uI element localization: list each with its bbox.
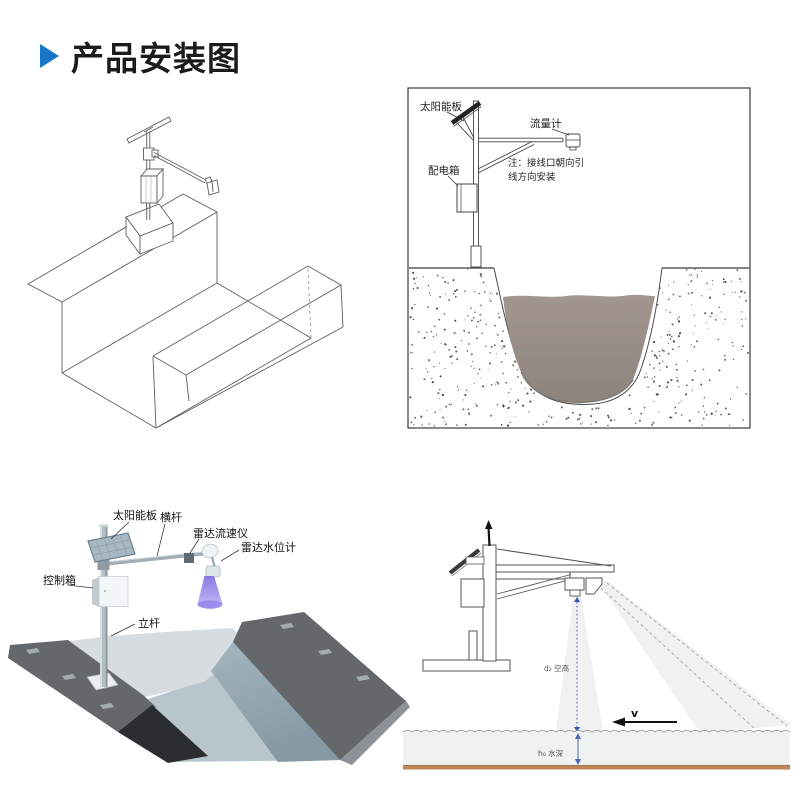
label-velocity-meter: 雷达流速仪 [193,526,248,540]
leader-lines [446,111,570,187]
pole-sleeve [470,245,482,268]
radar-level-gauge [205,565,221,578]
solar-panel [448,548,481,575]
water-body [403,730,790,766]
label-power-box: 配电箱 [428,164,460,177]
diagram-cross-section: 太阳能板 流量计 配电箱 注：接线口朝向引 线方向安装 [407,87,751,429]
solar-panel-grid [90,534,133,561]
arm [495,564,615,573]
panel-mount [465,556,485,565]
sensor-box-left [564,577,585,591]
label-air-height: d₂ 空高 [544,663,570,673]
label-velocity: v [631,707,639,720]
label-crossbar: 横杆 [160,510,182,524]
diagram-isometric-channel [27,116,344,429]
solar-panel-wire [126,116,172,144]
title-bullet-icon [40,44,59,68]
crossbar [102,550,215,566]
solar-panel [450,101,482,125]
right-bank-outer [340,701,410,765]
antenna [487,526,491,547]
lower-brace [496,574,575,600]
label-solar-panel: 太阳能板 [420,100,462,113]
pole [482,544,497,662]
radar-beam-cone [197,576,223,609]
ground-stipple [409,268,750,427]
beam-spot [197,600,223,609]
velocity-meter-clamp [184,553,194,563]
channel-wireframe [27,193,344,429]
channel-bed [403,765,790,770]
support-member [468,630,478,661]
arm-wire [153,152,207,184]
power-box [456,183,478,213]
base-plate [422,659,511,672]
slant-beam-lines [600,582,788,730]
slab-shadow [118,705,208,763]
far-bank [70,628,243,697]
solar-panel [87,532,136,563]
label-control-box: 控制箱 [43,573,76,587]
label-pole: 立杆 [138,616,160,630]
page-title: 产品安装图 [71,39,241,78]
panel-border [407,87,751,429]
water-surface [402,729,791,733]
diagram-measurement: d₂ 空高 h₀ 水深 v [402,520,792,770]
antenna-arrow [485,520,493,529]
flow-meter-device [565,133,581,148]
leader-lines [67,521,240,637]
control-box [98,576,129,607]
battery-box-wire [140,175,158,204]
pole-cap [99,524,109,527]
mounted-device-wireframe [125,116,220,256]
equipment-box [460,578,485,608]
right-bank-top [233,612,406,760]
right-bank-slope [211,642,340,762]
label-flow-meter: 流量计 [530,117,562,130]
diagram-3d-scene: 太阳能板 横杆 雷达流速仪 雷达水位计 控制箱 立杆 [8,508,410,765]
label-solar-panel: 太阳能板 [113,508,157,522]
vertical-beam [556,596,603,731]
left-slab [8,640,156,732]
control-box-side [92,577,99,607]
note-line2: 线方向安装 [508,171,556,183]
arm-brace [477,141,535,174]
arm [479,137,564,143]
arm-lower [495,571,571,580]
label-water-depth: h₀ 水深 [538,748,564,758]
left-slab-marks [26,648,114,709]
slant-beam [600,580,792,733]
panel-brace [455,116,475,142]
note-line1: 注：接线口朝向引 [508,157,584,169]
radar-velocity-meter [201,543,219,559]
sensor-box-right [585,577,603,595]
page-title-row: 产品安装图 [40,32,241,80]
right-slab-marks [280,623,370,681]
label-level-gauge: 雷达水位计 [241,540,296,554]
pole [473,100,479,248]
trench-water [503,294,655,403]
top-brace [496,548,612,567]
